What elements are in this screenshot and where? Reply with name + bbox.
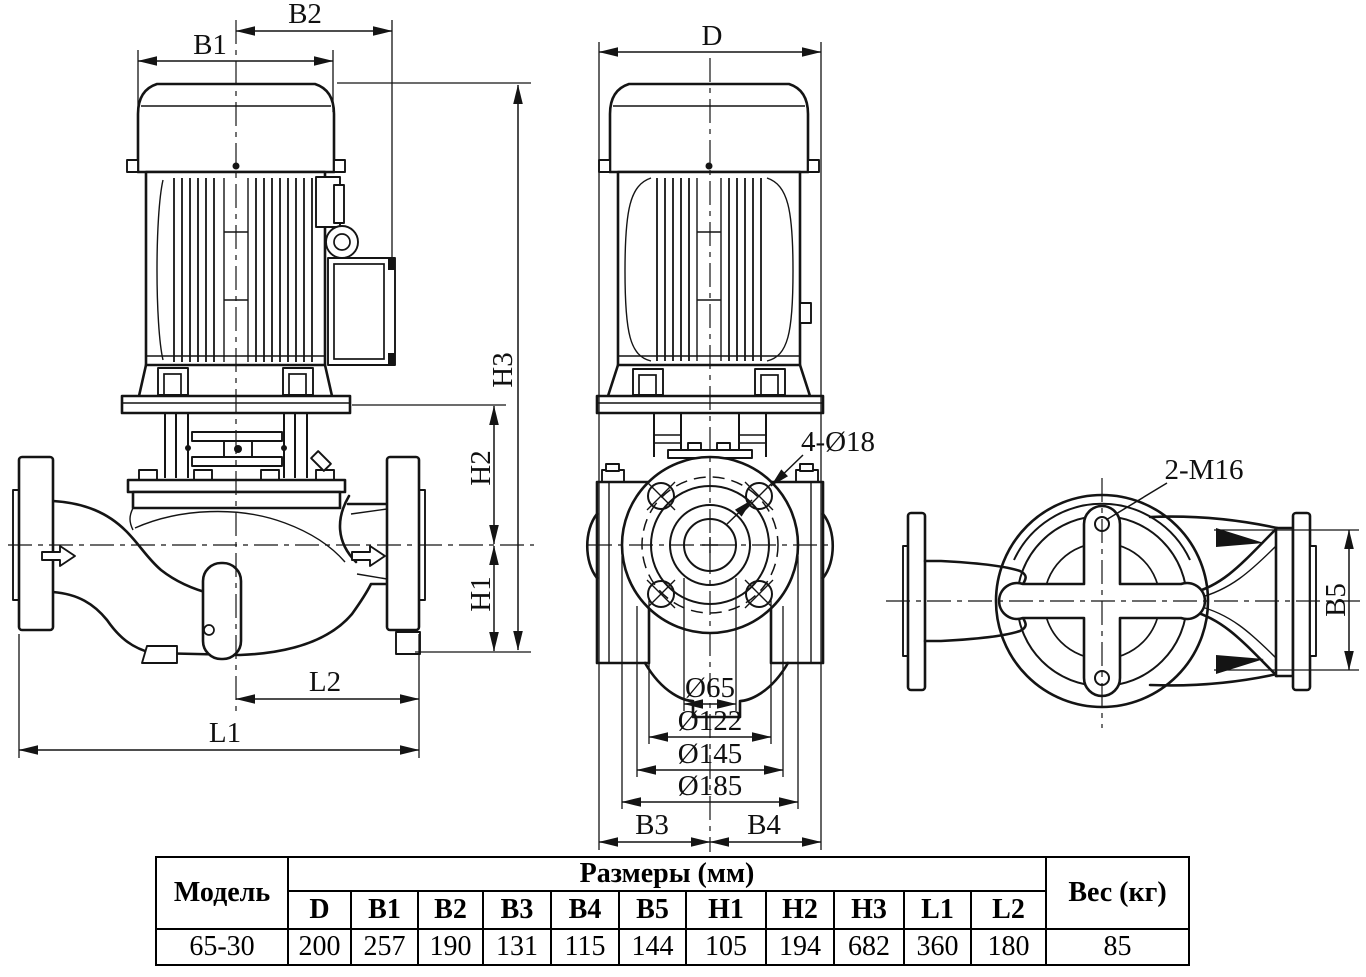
side-motor: [120, 82, 396, 415]
dim-d: D: [598, 20, 822, 850]
sizes-header: Размеры (мм): [287, 856, 1047, 892]
col-header-b2: B2: [417, 890, 484, 930]
discharge-flange: [385, 455, 421, 632]
dim-label-b4: B4: [747, 809, 781, 841]
value-h1: 105: [685, 928, 767, 966]
model-header: Модель: [155, 856, 289, 930]
value-d: 200: [287, 928, 352, 966]
dim-label-b3: B3: [635, 809, 669, 841]
dim-dia185: Ø185: [621, 556, 799, 809]
weight-header: Вес (кг): [1045, 856, 1190, 930]
top-view: 2-M16 B5: [886, 454, 1360, 728]
callout-bolt-holes: 4-Ø18: [726, 426, 875, 525]
value-b4: 115: [550, 928, 620, 966]
front-pump-casing: [586, 455, 834, 719]
side-lantern: [138, 413, 335, 481]
value-b5: 144: [618, 928, 687, 966]
flow-arrow-out: [351, 545, 386, 567]
dim-b3-b4: B3 B4: [598, 809, 822, 847]
col-header-b4: B4: [550, 890, 620, 930]
front-view: D 4-Ø18 Ø65 Ø122 Ø145: [586, 20, 875, 852]
col-header-h1: H1: [685, 890, 767, 930]
col-header-h2: H2: [765, 890, 835, 930]
dim-l1: L1: [18, 634, 420, 758]
dim-label-dia145: Ø145: [678, 738, 742, 770]
lifting-eye: [325, 225, 359, 259]
flow-arrow-in: [41, 545, 76, 567]
col-header-b3: B3: [482, 890, 552, 930]
dim-h2: H2: [352, 404, 506, 545]
weight-value: 85: [1045, 928, 1190, 966]
value-b2: 190: [417, 928, 484, 966]
col-header-d: D: [287, 890, 352, 930]
side-view: B1 B2 H3 H2 H1 L2 L1: [8, 0, 534, 758]
conduit-box: [327, 257, 396, 366]
col-header-l1: L1: [903, 890, 972, 930]
front-motor: [595, 82, 825, 415]
dim-label-h3: H3: [487, 352, 519, 387]
value-l2: 180: [970, 928, 1047, 966]
dim-label-dia185: Ø185: [678, 770, 742, 802]
label-taps: 2-M16: [1165, 454, 1244, 486]
dim-label-dia65: Ø65: [685, 672, 735, 704]
callout-taps: 2-M16: [1105, 454, 1244, 521]
dim-label-b2: B2: [288, 0, 322, 30]
dim-dia145: Ø145: [636, 606, 784, 777]
dim-dia65: Ø65: [683, 578, 737, 711]
col-header-l2: L2: [970, 890, 1047, 930]
bolt-hole: [646, 579, 676, 609]
side-pump-casing: [12, 455, 426, 664]
dim-label-d: D: [702, 20, 723, 52]
model-value: 65-30: [155, 928, 289, 966]
drain-boss: [201, 561, 243, 661]
suction-flange: [17, 455, 55, 632]
drawing-svg: B1 B2 H3 H2 H1 L2 L1: [8, 0, 1360, 852]
bolt-hole: [646, 481, 676, 511]
col-header-b1: B1: [350, 890, 419, 930]
dim-h1: H1: [465, 545, 499, 652]
label-bolt-holes: 4-Ø18: [801, 426, 875, 458]
dim-b5: B5: [1214, 529, 1359, 671]
bolt-hole: [744, 579, 774, 609]
dim-label-h1: H1: [465, 576, 497, 611]
dim-h3: H3: [337, 82, 531, 653]
terminal-box: [315, 176, 345, 228]
value-h3: 682: [833, 928, 905, 966]
col-header-h3: H3: [833, 890, 905, 930]
value-l1: 360: [903, 928, 972, 966]
dim-label-h2: H2: [465, 450, 497, 485]
dim-label-l1: L1: [209, 717, 241, 749]
dimensions-table: Модель Размеры (мм) Вес (кг) D B1 B2 B3 …: [155, 856, 1190, 966]
table-row: 65-30 200 257 190 131 115 144 105 194 68…: [155, 928, 1190, 966]
dim-b1: B1: [137, 29, 334, 112]
value-h2: 194: [765, 928, 835, 966]
value-b3: 131: [482, 928, 552, 966]
dim-dia122: Ø122: [648, 598, 772, 744]
dim-label-dia122: Ø122: [678, 705, 742, 737]
dim-l2: L2: [235, 666, 420, 704]
value-b1: 257: [350, 928, 419, 966]
dim-label-b5: B5: [1320, 583, 1352, 617]
dim-label-b1: B1: [193, 29, 227, 61]
col-header-b5: B5: [618, 890, 687, 930]
dim-b2: B2: [235, 0, 393, 260]
dim-label-l2: L2: [309, 666, 341, 698]
